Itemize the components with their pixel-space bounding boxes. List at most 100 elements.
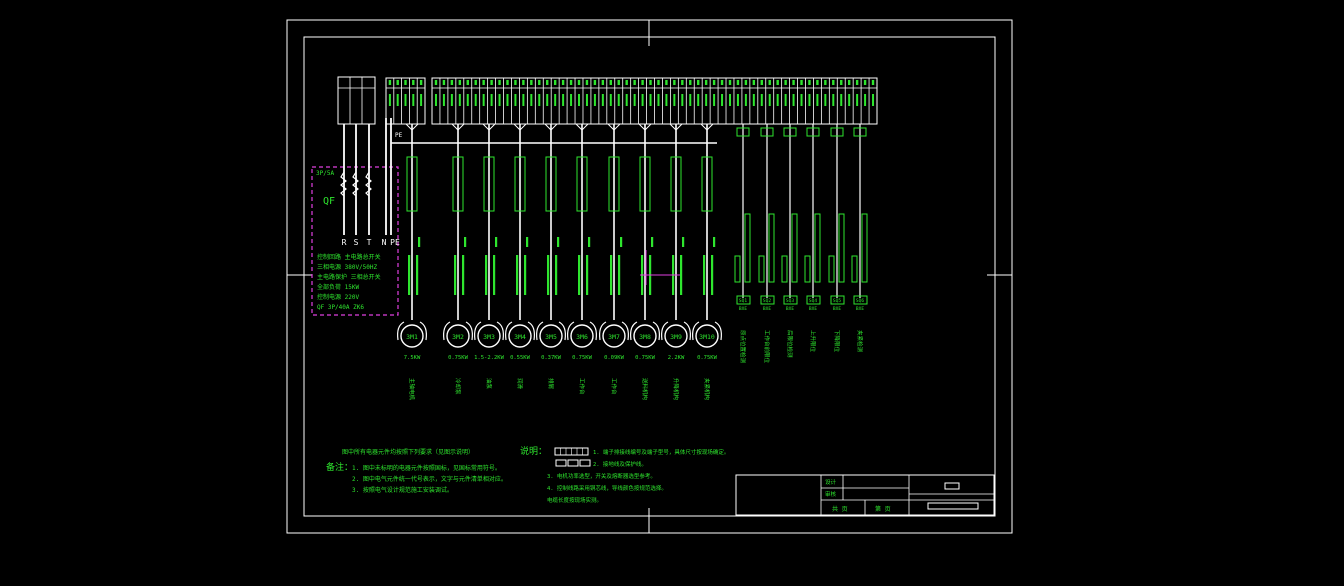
terminal-wire-code-mark (490, 94, 493, 106)
sensor-type: BXE (739, 306, 747, 312)
contactor-symbol (482, 123, 496, 134)
phase-label: T (367, 238, 372, 247)
terminal-number-mark (855, 80, 859, 85)
terminal-number-mark (404, 80, 407, 85)
sensor-circuits: SQ1BXE原点位置检测SQ2BXE工作台前限位SQ3BXE后限位检测SQ4BX… (734, 124, 868, 364)
terminal-wire-code-mark (657, 94, 660, 106)
motor-id: 3M10 (699, 333, 715, 341)
terminal-number-mark (863, 80, 867, 85)
motor-id: 3M8 (639, 333, 651, 341)
terminal-wire-code-mark (514, 94, 517, 106)
terminal-number-mark (689, 80, 692, 85)
wire-code-mark (713, 237, 716, 247)
breaker-note: 控制电源 220V (317, 293, 359, 301)
terminal-wire-code-mark (396, 94, 399, 106)
motor-terminal-leads (692, 321, 722, 341)
motor-symbol (633, 324, 657, 348)
breaker-note: 全部负荷 15KW (317, 283, 359, 291)
sensor-fuse (736, 127, 750, 137)
terminal-wire-code-mark (673, 94, 676, 106)
terminal-wire-code-mark (442, 94, 445, 106)
terminal-number-mark (792, 80, 795, 85)
terminal-wire-code-mark (697, 94, 700, 106)
sensor-type: BXE (786, 306, 794, 312)
cable-spec-mark (586, 255, 589, 295)
sensor-lamp-bar (768, 213, 775, 283)
motor-symbol (539, 324, 563, 348)
sensor-lamp-bar-short (828, 255, 835, 283)
motor-symbol (695, 324, 719, 348)
motor-power: 0.75KW (572, 355, 593, 361)
contactor-symbol (607, 123, 621, 134)
contactor-symbol (513, 123, 527, 134)
sensor-code: SQ1 (739, 298, 747, 304)
motor-name: 夹紧机构 (703, 378, 711, 401)
terminal-number-mark (697, 80, 700, 85)
terminal-wire-code-mark (562, 94, 565, 106)
terminal-wire-code-mark (388, 94, 391, 106)
motor-symbol (477, 324, 501, 348)
terminal-number-mark (569, 80, 573, 85)
breaker-box (311, 166, 399, 316)
terminal-wire-code-mark (816, 94, 819, 106)
terminal-number-mark (752, 80, 756, 85)
terminal-number-mark (673, 80, 676, 85)
terminal-number-mark (388, 80, 392, 85)
motor-id: 3M1 (406, 333, 418, 341)
sensor-code: SQ5 (833, 298, 841, 304)
sensor-lamp-bar (838, 213, 845, 283)
terminal-wire-code-mark (593, 94, 596, 106)
terminal-wire-code-mark (689, 94, 692, 106)
motor-power: 7.5KW (404, 355, 421, 361)
terminal-number-mark (609, 80, 612, 85)
motor-id: 3M7 (608, 333, 620, 341)
contactor-symbol (638, 123, 652, 134)
legend-item: 2. 接地线及保护线。 (593, 460, 647, 468)
terminal-wire-code-mark (420, 94, 423, 106)
motor-power: 0.75KW (635, 355, 656, 361)
sensor-lamp-bar (814, 213, 821, 283)
terminal-number-mark (832, 80, 835, 85)
sensor-lamp-bar-short (758, 255, 765, 283)
motor-power: 2.2KW (668, 355, 685, 361)
thermal-relay (452, 156, 464, 212)
sensor-type: BXE (809, 306, 817, 312)
terminal-wire-code-mark (665, 94, 668, 106)
sensor-code: SQ3 (786, 298, 794, 304)
motor-terminal-leads (505, 321, 535, 341)
terminal-strip (337, 76, 878, 125)
terminal-number-mark (553, 80, 557, 85)
sensor-tag-box (760, 295, 775, 305)
contactor-symbol (544, 123, 558, 134)
terminal-number-mark (450, 80, 454, 85)
sensor-code: SQ6 (856, 298, 864, 304)
cable-spec-mark (416, 255, 419, 295)
sensor-tag-box (736, 295, 751, 305)
legend-ground-symbol (567, 459, 579, 467)
sensor-name: 下降限位 (833, 330, 841, 353)
terminal-wire-code-mark (585, 94, 588, 106)
terminal-wire-code-mark (546, 94, 549, 106)
sensor-lamp-bar (861, 213, 868, 283)
note-item: 3. 按照电气设计规范施工安装调试。 (352, 486, 453, 494)
terminal-number-mark (681, 80, 684, 85)
motor-id: 3M9 (670, 333, 682, 341)
cable-spec-mark (680, 255, 683, 295)
terminal-wire-code-mark (728, 94, 731, 106)
legend-ground-symbol (579, 459, 591, 467)
wire-code-mark (620, 237, 623, 247)
terminal-number-mark (768, 80, 771, 85)
terminal-wire-code-mark (458, 94, 461, 106)
terminal-number-mark (625, 80, 628, 85)
sensor-tag-box (806, 295, 821, 305)
cable-spec-mark (555, 255, 558, 295)
sensor-fuse (853, 127, 867, 137)
terminal-number-mark (490, 80, 493, 85)
